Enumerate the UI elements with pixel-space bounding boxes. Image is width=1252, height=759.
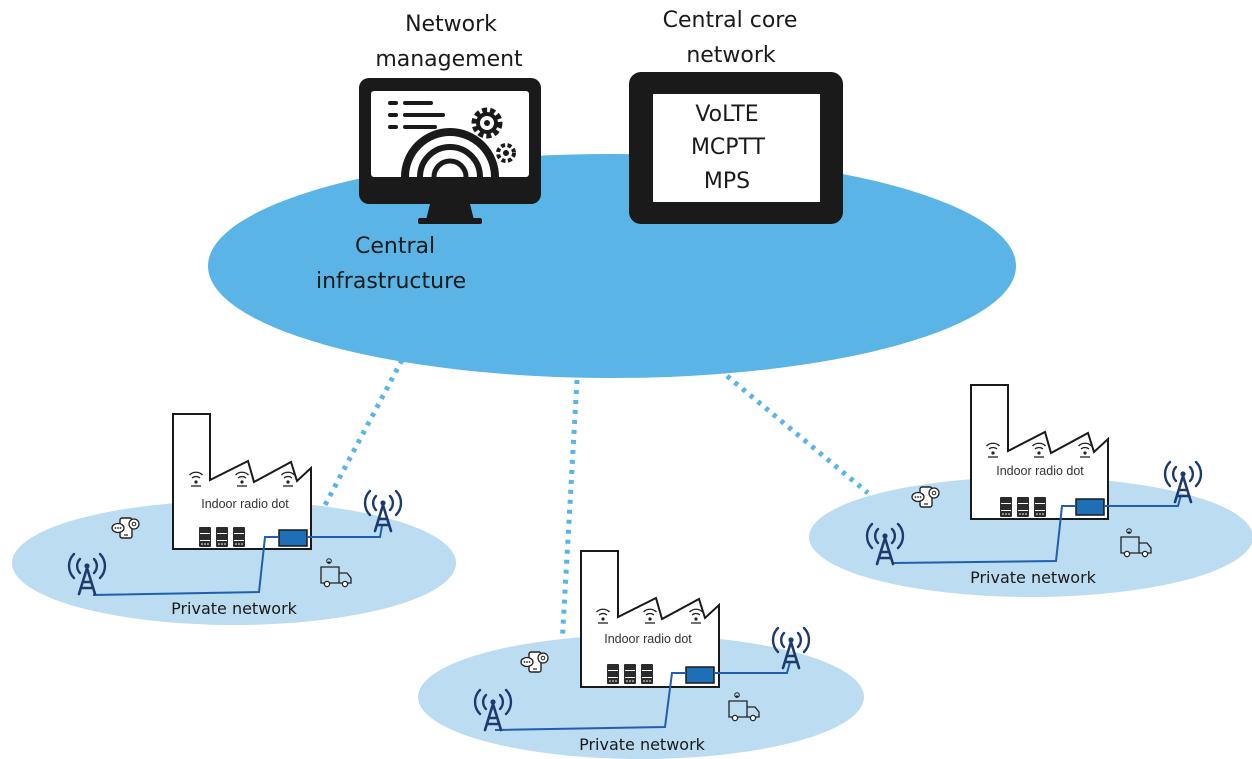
monitor-icon [359, 78, 541, 224]
network-management-title-line1: Network [405, 12, 497, 37]
server-rack-icon [606, 663, 654, 685]
private-site-2: Indoor radio dot Private network [418, 550, 864, 759]
private-site-3: Indoor radio dot Private network [809, 384, 1252, 597]
network-management-title-line2: management [375, 47, 523, 72]
central-infrastructure-label-line2: infrastructure [316, 269, 466, 294]
central-core-title-line1: Central core [663, 8, 798, 33]
private-network-label: Private network [970, 568, 1097, 587]
central-infrastructure-label-line1: Central [355, 234, 435, 259]
core-box-icon [629, 72, 843, 224]
cable [92, 525, 383, 596]
link-to-site-3 [725, 374, 870, 495]
gear-icon [471, 107, 503, 139]
core-service-mcptt: MCPTT [691, 135, 766, 160]
radio-unit [685, 666, 715, 684]
private-network-label: Private network [579, 735, 706, 754]
central-core-title-line2: network [686, 43, 776, 68]
gear-icon [496, 143, 516, 163]
core-service-volte: VoLTE [695, 102, 758, 127]
link-to-site-1 [321, 358, 405, 509]
indoor-radio-dot-label: Indoor radio dot [201, 497, 289, 511]
server-rack-icon [198, 526, 246, 548]
radio-unit [278, 529, 308, 547]
indoor-radio-dot-label: Indoor radio dot [996, 464, 1084, 478]
indoor-radio-dot-label: Indoor radio dot [604, 632, 692, 646]
radio-unit [1075, 498, 1105, 516]
server-rack-icon [999, 496, 1047, 518]
cable [494, 661, 791, 731]
core-service-mps: MPS [704, 169, 750, 194]
private-network-ellipse [809, 477, 1252, 597]
factory-icon [580, 550, 720, 688]
cable [892, 494, 1182, 564]
link-to-site-2 [559, 379, 580, 646]
private-site-1: Indoor radio dot Private network [12, 413, 456, 625]
factory-icon [172, 413, 312, 550]
private-network-label: Private network [171, 599, 298, 618]
central-infrastructure-ellipse [208, 154, 1016, 378]
factory-icon [970, 384, 1109, 520]
